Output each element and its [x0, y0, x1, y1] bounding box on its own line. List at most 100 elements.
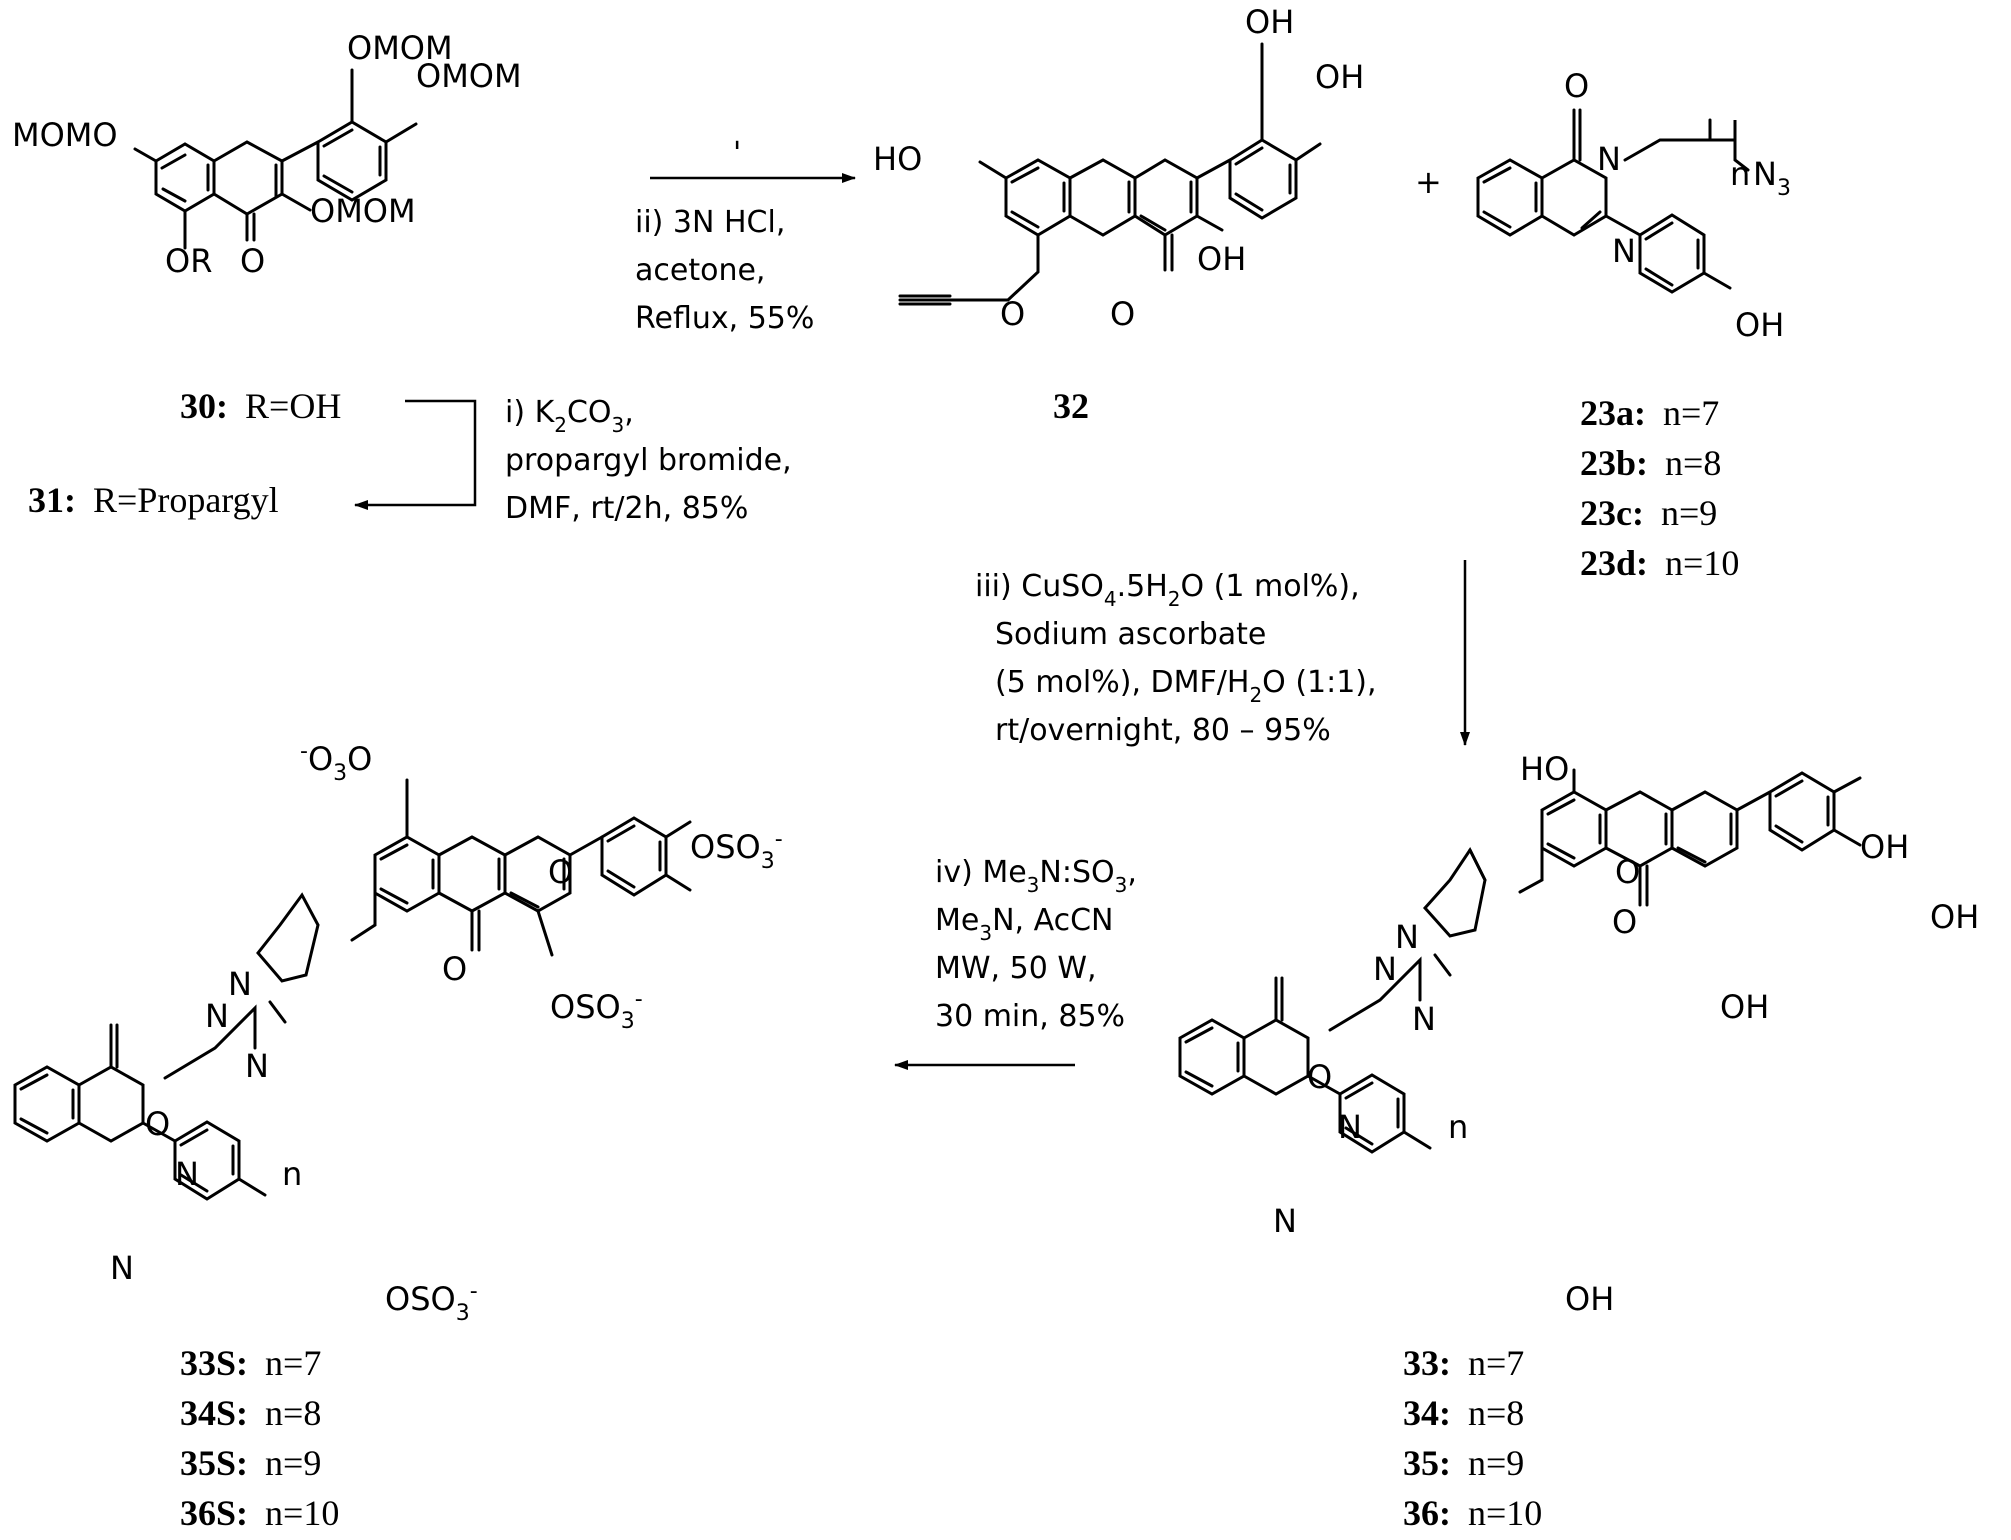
compound-id: 23c:: [1580, 493, 1644, 533]
substituent-text: N: [175, 1155, 199, 1193]
compound-label-34S: 34S: n=8: [180, 1393, 321, 1433]
substituent-text: N: [228, 965, 252, 1003]
compound-label-31: 31: R=Propargyl: [28, 480, 279, 520]
compound-33S-36S-structure: [13, 778, 692, 1201]
substituent-text: OMOM: [310, 192, 416, 230]
compound-id: 23d:: [1580, 543, 1648, 583]
substituent-text: O: [1612, 903, 1637, 941]
condition-step-iv-line2: Me3N, AcCN: [935, 903, 1113, 945]
compound-id: 35:: [1403, 1443, 1451, 1483]
compound-substituent: n=9: [265, 1443, 321, 1483]
condition-mark: ': [733, 136, 741, 171]
condition-step-iii-line4: rt/overnight, 80 – 95%: [995, 713, 1331, 748]
condition-text: i) K: [505, 395, 556, 430]
substituent-text: N: [1395, 918, 1419, 956]
compound-substituent: n=10: [1665, 543, 1739, 583]
compound-label-35: 35: n=9: [1403, 1443, 1524, 1483]
condition-step-iii-line1: iii) CuSO4.5H2O (1 mol%),: [975, 569, 1360, 611]
substituent-text: O: [1307, 1058, 1332, 1096]
condition-step-ii-line2: acetone,: [635, 253, 765, 288]
compound-30-31-structure: [133, 68, 418, 250]
compound-label-34: 34: n=8: [1403, 1393, 1524, 1433]
substituent-text: OSO3-: [690, 827, 783, 874]
condition-step-i-line2: propargyl bromide,: [505, 443, 792, 478]
compound-substituent: n=7: [1663, 393, 1719, 433]
compound-label-32: 32: [1053, 386, 1089, 426]
compound-label-23d: 23d: n=10: [1580, 543, 1739, 583]
compound-id: 36S:: [180, 1493, 248, 1533]
condition-text: Me: [935, 903, 979, 938]
compound-id: 30:: [180, 386, 228, 426]
substituent-text: N: [205, 997, 229, 1035]
substituent-text: OSO: [550, 988, 621, 1026]
substituent-text: N3: [1753, 155, 1791, 201]
condition-step-ii-line1: ii) 3N HCl,: [635, 205, 785, 240]
condition-step-iv-line3: MW, 50 W,: [935, 951, 1097, 986]
plus-sign: +: [1415, 163, 1442, 201]
substituent-text: N: [1373, 950, 1397, 988]
compound-id: 36:: [1403, 1493, 1451, 1533]
substituent-text: OH: [1565, 1280, 1614, 1318]
substituent-text: O: [1564, 67, 1589, 105]
substituent-text: N: [1612, 232, 1636, 270]
compound-id: 33:: [1403, 1343, 1451, 1383]
substituent-text: O: [1000, 295, 1025, 333]
reaction-arrow-i: [354, 399, 477, 510]
compound-substituent: n=9: [1468, 1443, 1524, 1483]
substituent-text: HO: [873, 140, 922, 178]
substituent-text: O: [442, 950, 467, 988]
condition-text: (5 mol%), DMF/H: [995, 665, 1249, 700]
substituent-text: OH: [1197, 240, 1246, 278]
substituent-text: OSO3-: [550, 987, 643, 1034]
compound-substituent: n=8: [1665, 443, 1721, 483]
compound-label-23a: 23a: n=7: [1580, 393, 1719, 433]
condition-text: iv) Me: [935, 855, 1027, 890]
substituent-text: N: [1753, 155, 1777, 193]
substituent-text: N: [1338, 1108, 1362, 1146]
compound-32-structure: [898, 42, 1322, 306]
substituent-text: OH: [1860, 828, 1909, 866]
substituent-text: N: [1412, 1000, 1436, 1038]
substituent-text: OSO: [690, 828, 761, 866]
compound-id: 33S:: [180, 1343, 248, 1383]
subscript-n: n: [282, 1155, 302, 1193]
compound-33-36-structure: [1178, 768, 1862, 1154]
substituent-text: OSO3-: [385, 1279, 478, 1326]
substituent-text: N: [1273, 1202, 1297, 1240]
condition-text: iii) CuSO: [975, 569, 1104, 604]
condition-step-iv-line1: iv) Me3N:SO3,: [935, 855, 1137, 897]
compound-label-35S: 35S: n=9: [180, 1443, 321, 1483]
compound-substituent: R=Propargyl: [93, 480, 279, 520]
substituent-text: -O3O: [300, 739, 372, 786]
substituent-text: N: [110, 1249, 134, 1287]
substituent-text: O: [1615, 853, 1640, 891]
compound-label-36: 36: n=10: [1403, 1493, 1542, 1533]
compound-id: 23a:: [1580, 393, 1646, 433]
compound-substituent: n=9: [1661, 493, 1717, 533]
compound-label-36S: 36S: n=10: [180, 1493, 339, 1533]
subscript-n: n: [1448, 1108, 1468, 1146]
substituent-text: OH: [1315, 58, 1364, 96]
substituent-text: OMOM: [416, 57, 522, 95]
compound-substituent: n=8: [265, 1393, 321, 1433]
substituent-text: O: [347, 740, 372, 778]
condition-step-ii-line3: Reflux, 55%: [635, 301, 814, 336]
compound-label-23b: 23b: n=8: [1580, 443, 1721, 483]
condition-step-i-line3: DMF, rt/2h, 85%: [505, 491, 748, 526]
condition-step-i-line1: i) K2CO3,: [505, 395, 634, 437]
condition-step-iii-line3: (5 mol%), DMF/H2O (1:1),: [995, 665, 1377, 707]
substituent-text: OMOM: [347, 29, 453, 67]
substituent-text: MOMO: [12, 116, 118, 154]
substituent-text: OH: [1720, 988, 1769, 1026]
compound-id: 23b:: [1580, 443, 1648, 483]
substituent-text: HO: [1520, 750, 1569, 788]
compound-label-33S: 33S: n=7: [180, 1343, 321, 1383]
compound-label-23c: 23c: n=9: [1580, 493, 1717, 533]
compound-23-structure: [1476, 108, 1750, 294]
substituent-text: OR: [165, 242, 212, 280]
compound-substituent: n=10: [265, 1493, 339, 1533]
condition-step-iv-line4: 30 min, 85%: [935, 999, 1125, 1034]
substituent-text: N: [1597, 140, 1621, 178]
substituent-text: OH: [1930, 898, 1979, 936]
